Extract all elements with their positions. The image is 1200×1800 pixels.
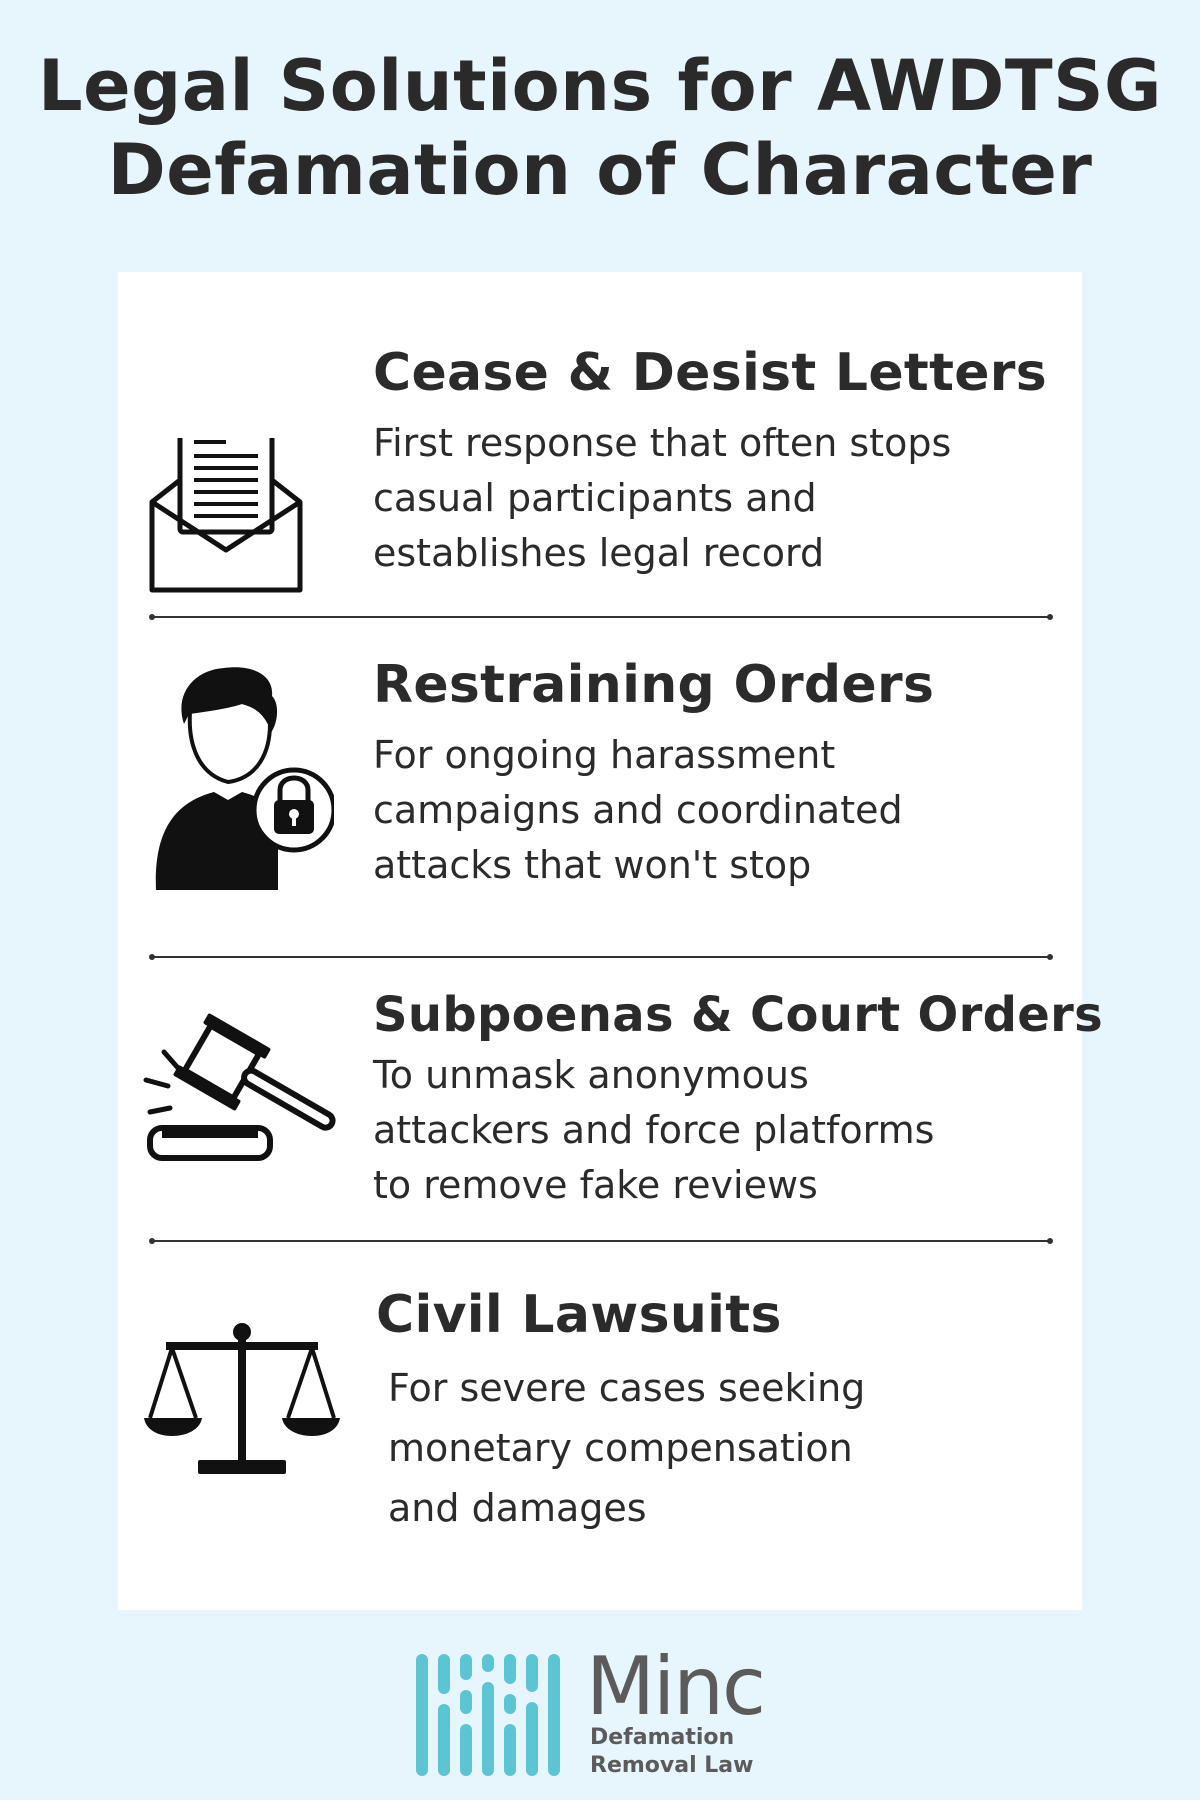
solution-description: For severe cases seeking monetary compen… (388, 1358, 865, 1538)
person-lock-icon (154, 664, 334, 894)
scales-icon (142, 1322, 342, 1482)
minc-logo: Minc Defamation Removal Law (416, 1642, 796, 1780)
divider (149, 954, 1053, 960)
logo-subtitle-1: Defamation (590, 1725, 735, 1750)
solution-description: For ongoing harassment campaigns and coo… (373, 728, 934, 893)
description-line: attacks that won't stop (373, 843, 812, 887)
solution-text: Cease & Desist Letters First response th… (373, 342, 1047, 581)
solution-heading: Civil Lawsuits (376, 1285, 782, 1345)
solution-heading: Restraining Orders (373, 655, 935, 715)
page-title: Legal Solutions for AWDTSG Defamation of… (0, 44, 1200, 212)
title-line-1: Legal Solutions for AWDTSG (38, 45, 1162, 127)
title-line-2: Defamation of Character (107, 129, 1093, 211)
solution-heading: Cease & Desist Letters (373, 343, 1047, 403)
solution-text: Restraining Orders For ongoing harassmen… (373, 654, 934, 893)
envelope-letter-icon (146, 438, 306, 598)
description-line: First response that often stops (373, 421, 952, 465)
description-line: attackers and force platforms (373, 1108, 935, 1152)
description-line: For ongoing harassment (373, 733, 836, 777)
description-line: casual participants and (373, 476, 817, 520)
solution-text: Subpoenas & Court Orders To unmask anony… (373, 984, 1103, 1213)
description-line: monetary compensation (388, 1426, 853, 1470)
solution-text: Civil Lawsuits For severe cases seeking … (376, 1284, 865, 1538)
description-line: establishes legal record (373, 531, 825, 575)
divider (149, 614, 1053, 620)
description-line: to remove fake reviews (373, 1163, 818, 1207)
logo-subtitle-2: Removal Law (590, 1753, 754, 1778)
solution-heading: Subpoenas & Court Orders (373, 987, 1103, 1043)
solution-description: First response that often stops casual p… (373, 416, 1047, 581)
logo-name: Minc (586, 1640, 766, 1733)
solutions-card: Cease & Desist Letters First response th… (118, 272, 1103, 1610)
description-line: To unmask anonymous (373, 1053, 809, 1097)
description-line: and damages (388, 1486, 647, 1530)
minc-bars-logo-icon (416, 1654, 560, 1776)
gavel-icon (142, 1012, 352, 1162)
description-line: campaigns and coordinated (373, 788, 903, 832)
divider (149, 1238, 1053, 1244)
solution-description: To unmask anonymous attackers and force … (373, 1048, 1103, 1213)
description-line: For severe cases seeking (388, 1366, 866, 1410)
